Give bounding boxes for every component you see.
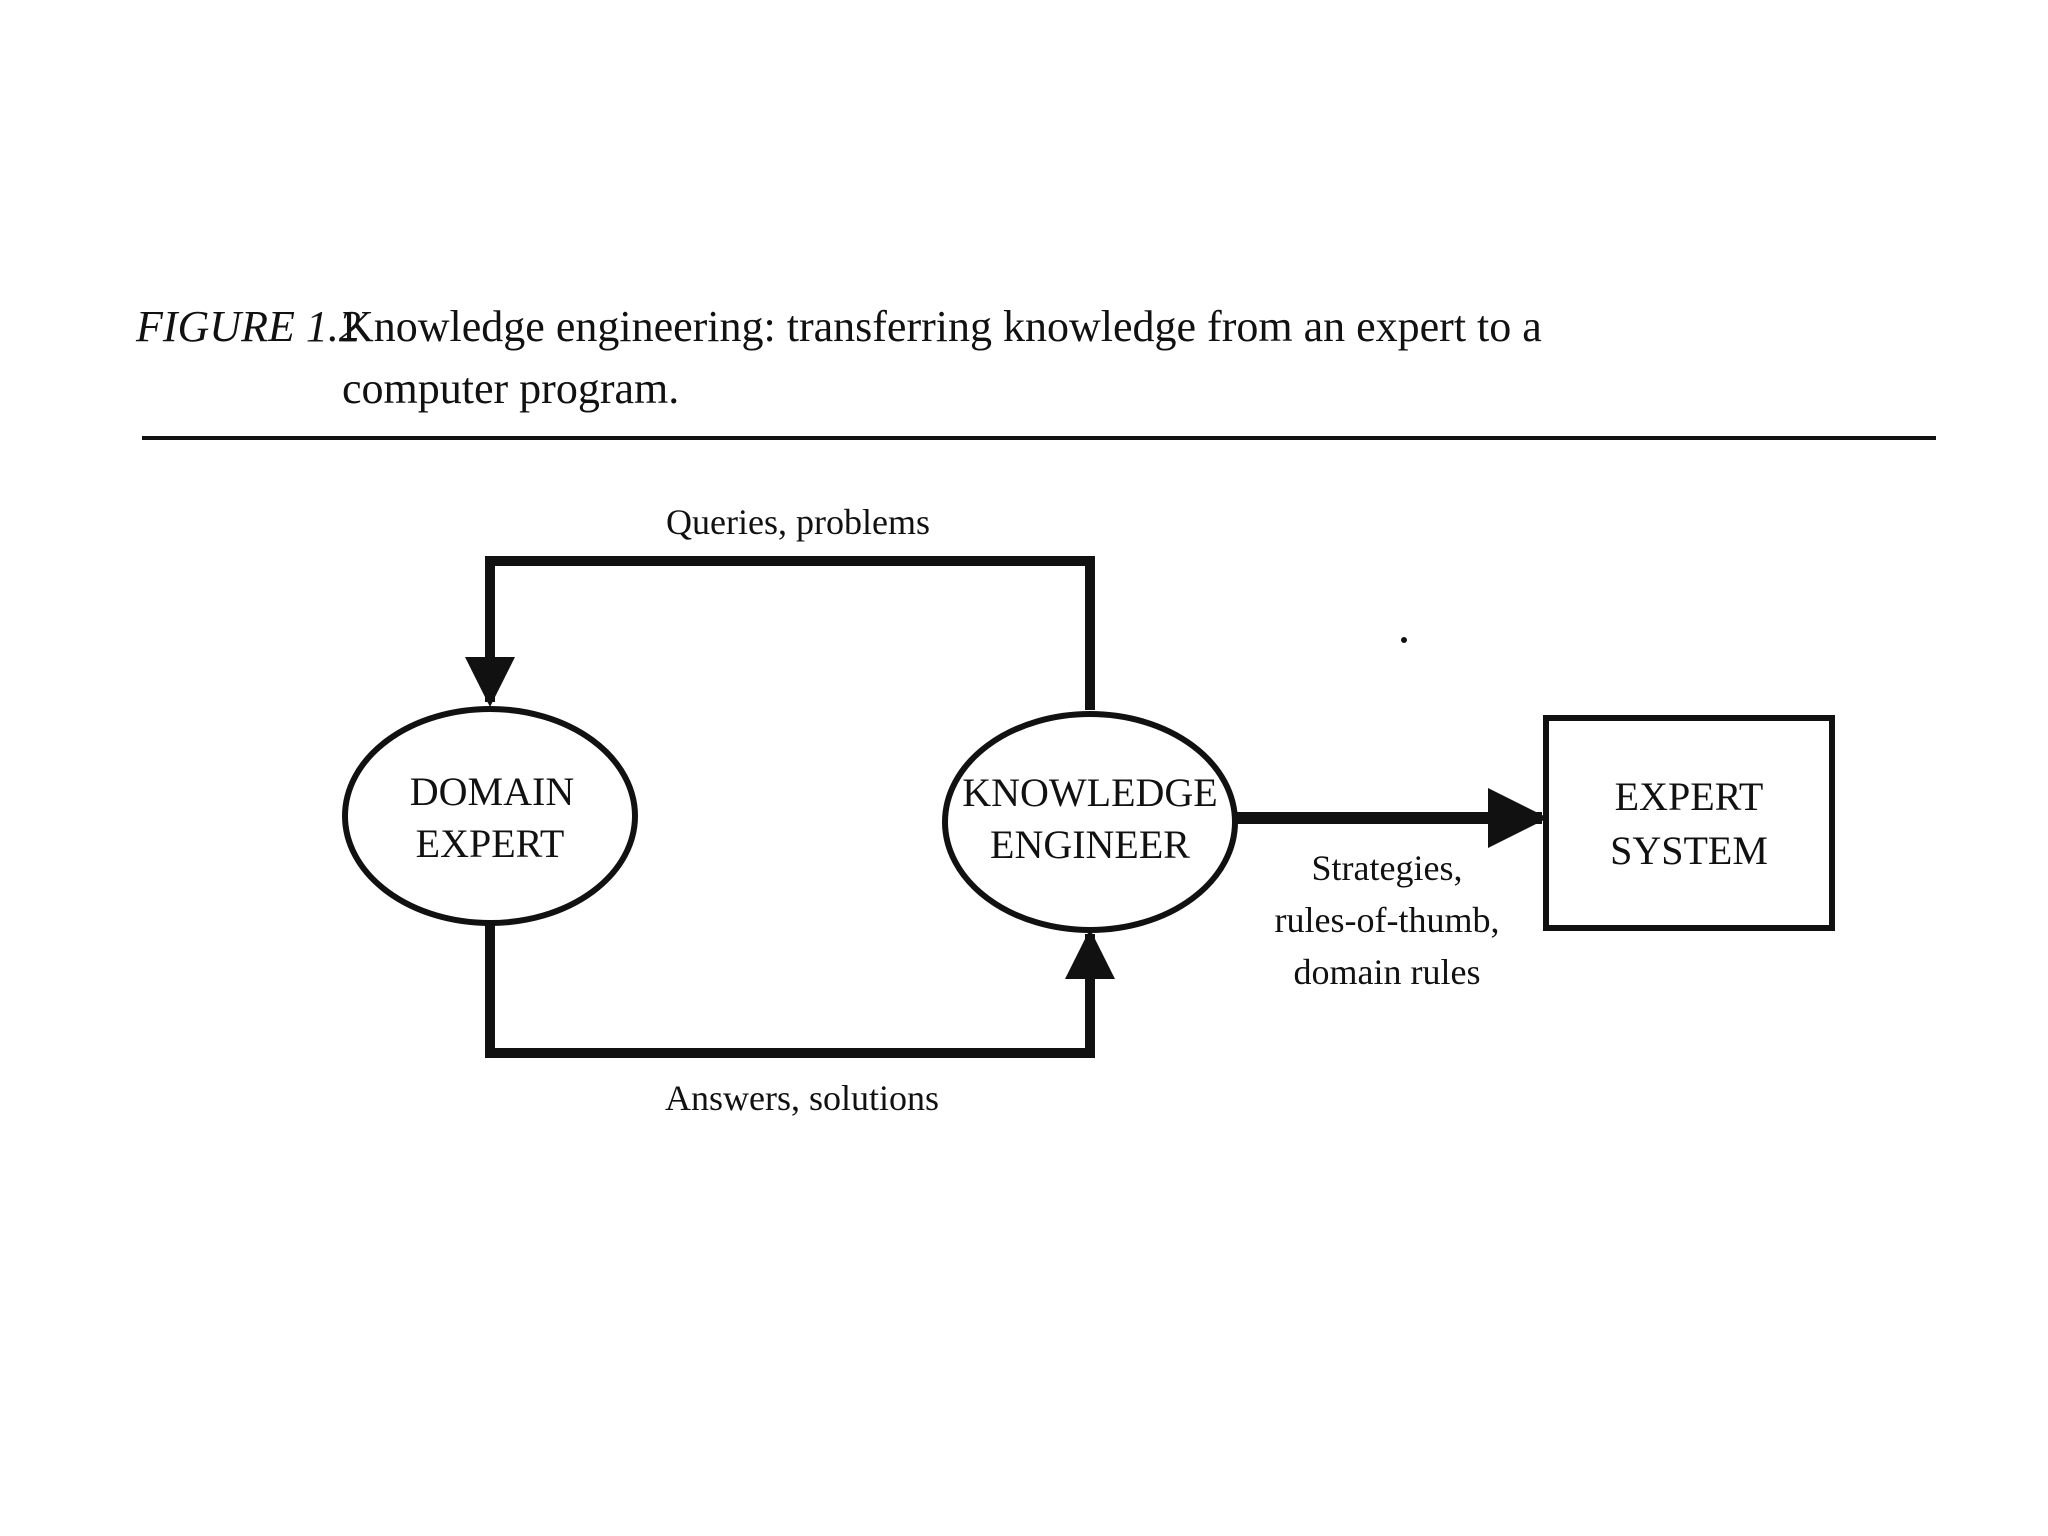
- domain-expert-label-line2: EXPERT: [416, 821, 565, 866]
- expert-system-label-line1: EXPERT: [1615, 774, 1764, 819]
- queries-label: Queries, problems: [666, 502, 930, 542]
- domain-expert-label-line1: DOMAIN: [410, 769, 574, 814]
- figure-caption-text: Knowledge engineering: transferring know…: [342, 302, 1542, 413]
- strategies-label-line1: Strategies,: [1312, 848, 1463, 888]
- answers-arrow: [485, 923, 1115, 1058]
- knowledge-engineer-label-line1: KNOWLEDGE: [962, 770, 1218, 815]
- scan-speck: [1401, 637, 1407, 643]
- domain-expert-node: [342, 706, 638, 926]
- figure-label: FIGURE 1.2: [136, 302, 361, 351]
- expert-system-node: [1543, 715, 1835, 931]
- queries-arrow: [465, 556, 1095, 710]
- knowledge-engineer-node: [942, 711, 1238, 933]
- knowledge-engineer-label-line2: ENGINEER: [990, 822, 1190, 867]
- strategies-label-line3: domain rules: [1294, 952, 1481, 992]
- expert-system-label-line2: SYSTEM: [1610, 828, 1768, 873]
- answers-label: Answers, solutions: [665, 1078, 939, 1118]
- strategies-label-line2: rules-of-thumb,: [1275, 900, 1500, 940]
